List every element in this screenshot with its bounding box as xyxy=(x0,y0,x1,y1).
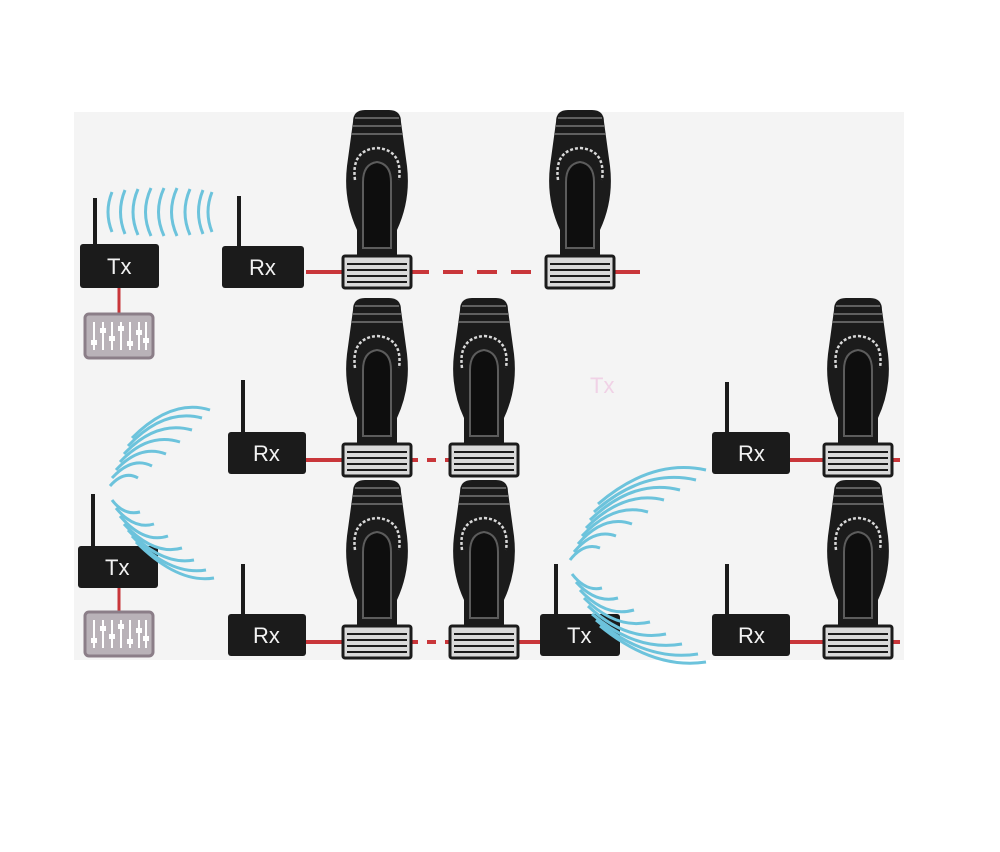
receiver-row-2: Rx xyxy=(228,380,306,474)
wireless-signal-icon xyxy=(108,405,211,488)
ghost-tx-label: Tx xyxy=(590,373,614,398)
moving-head-fixture-icon xyxy=(341,296,413,478)
wireless-signal-icon xyxy=(106,187,214,237)
transmitter-1: Tx xyxy=(80,198,159,288)
row-1: Tx Rx xyxy=(80,108,640,360)
moving-head-fixture-icon xyxy=(448,478,520,660)
moving-head-fixture-icon xyxy=(341,108,413,290)
svg-text:Rx: Rx xyxy=(738,441,765,466)
lighting-console-icon xyxy=(83,312,155,360)
lighting-console-icon xyxy=(83,610,155,658)
transmitter-2: Tx xyxy=(78,494,158,588)
row-2: Rx xyxy=(228,296,520,478)
receiver-relay-top: Rx xyxy=(712,382,790,474)
svg-text:Tx: Tx xyxy=(105,555,129,580)
row-3: Rx Tx xyxy=(228,296,900,665)
wireless-signal-icon xyxy=(110,499,215,581)
svg-text:Tx: Tx xyxy=(107,254,131,279)
svg-text:Tx: Tx xyxy=(567,623,591,648)
receiver-row-3: Rx xyxy=(228,564,306,656)
svg-text:Rx: Rx xyxy=(253,623,280,648)
receiver-row-1: Rx xyxy=(222,196,304,288)
svg-text:Rx: Rx xyxy=(253,441,280,466)
svg-text:Rx: Rx xyxy=(738,623,765,648)
moving-head-fixture-icon xyxy=(448,296,520,478)
moving-head-fixture-icon xyxy=(822,296,894,478)
moving-head-fixture-icon xyxy=(822,478,894,660)
moving-head-fixture-icon xyxy=(341,478,413,660)
wireless-signal-icon xyxy=(568,466,707,561)
moving-head-fixture-icon xyxy=(544,108,616,290)
transmitter-2-group: Tx xyxy=(78,405,215,658)
wireless-signal-icon xyxy=(570,573,707,665)
receiver-relay-bottom: Rx xyxy=(712,564,790,656)
svg-text:Rx: Rx xyxy=(249,255,276,280)
